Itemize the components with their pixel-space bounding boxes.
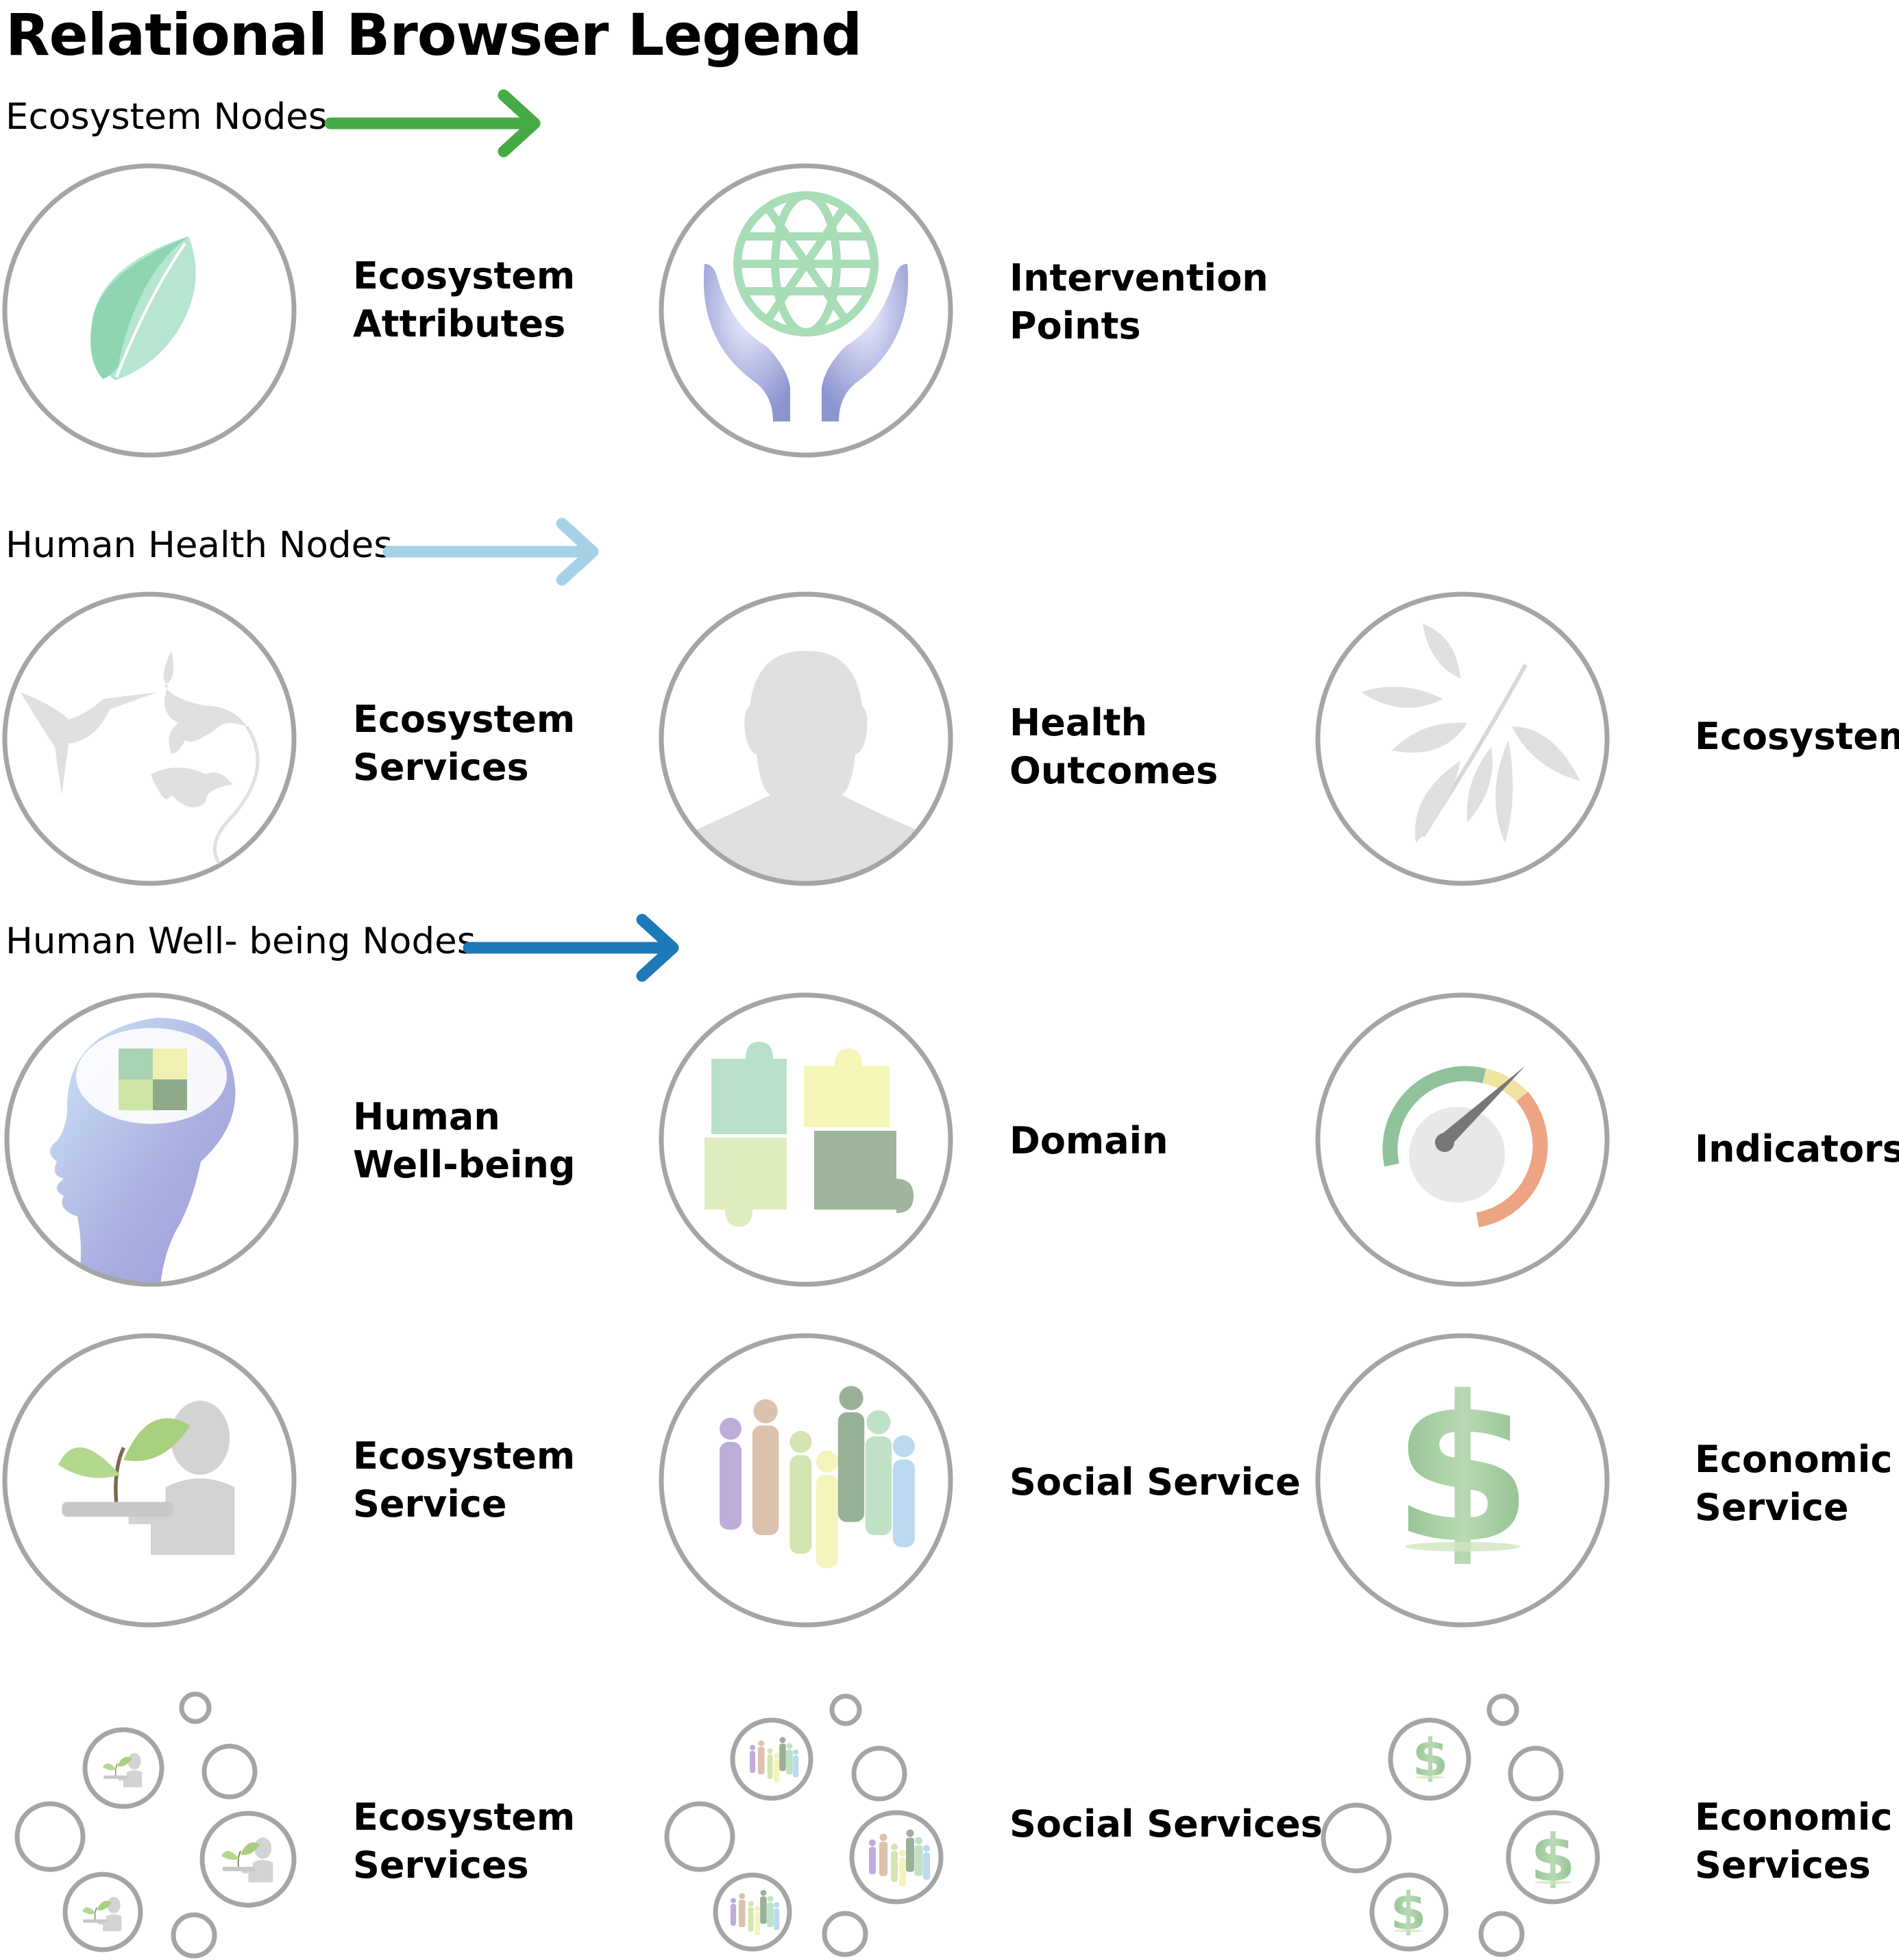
social-service-cluster-icon [664,1693,944,1957]
node-label-social-services-cluster: Social Services [1009,1802,1323,1846]
node-label-human-wellbeing: Human Well-being [353,1095,576,1186]
person-serving-plant-icon [2,1333,297,1628]
human-health-nodes-arrow-icon [382,517,599,586]
node-label-ecosystem-services-cluster: Ecosystem Services [353,1796,576,1887]
node-label-intervention-points: Intervention Points [1009,256,1269,347]
branch-icon [1315,591,1610,886]
node-label-ecosystem-services-health: Ecosystem Services [353,698,576,789]
section-label-ecosystem-nodes: Ecosystem Nodes [5,96,328,138]
node-label-social-service: Social Service [1009,1460,1301,1504]
globe-in-hands-icon [659,163,953,458]
node-label-economic-service: Economic Service [1695,1438,1893,1529]
section-label-human-wellbeing-nodes: Human Well- being Nodes [5,920,476,962]
ecosystem-service-cluster-icon [14,1691,297,1959]
node-label-economic-services-cluster: Economic Services [1695,1796,1893,1887]
economic-service-cluster-icon [1321,1693,1600,1957]
ecosystem-nodes-arrow-icon [324,89,541,158]
people-group-icon [659,1333,953,1628]
puzzle-icon [659,992,953,1287]
node-label-indicators: Indicators [1695,1127,1899,1171]
leaf-icon [2,163,297,458]
node-label-domain: Domain [1009,1119,1168,1162]
dollar-icon [1315,1333,1610,1628]
node-label-ecosystem-service: Ecosystem Service [353,1434,576,1526]
node-label-health-outcomes: Health Outcomes [1009,701,1218,792]
person-head-icon [659,591,953,886]
node-label-ecosystem-attributes: Ecosystem Attributes [353,254,576,345]
head-puzzle-icon [4,992,299,1287]
legend-title: Relational Browser Legend [5,1,862,69]
gauge-icon [1315,992,1610,1287]
section-label-human-health-nodes: Human Health Nodes [5,524,393,566]
human-wellbeing-nodes-arrow-icon [463,914,679,982]
bird-wildlife-icon [2,591,297,886]
node-label-ecosystems: Ecosystems [1695,715,1899,758]
